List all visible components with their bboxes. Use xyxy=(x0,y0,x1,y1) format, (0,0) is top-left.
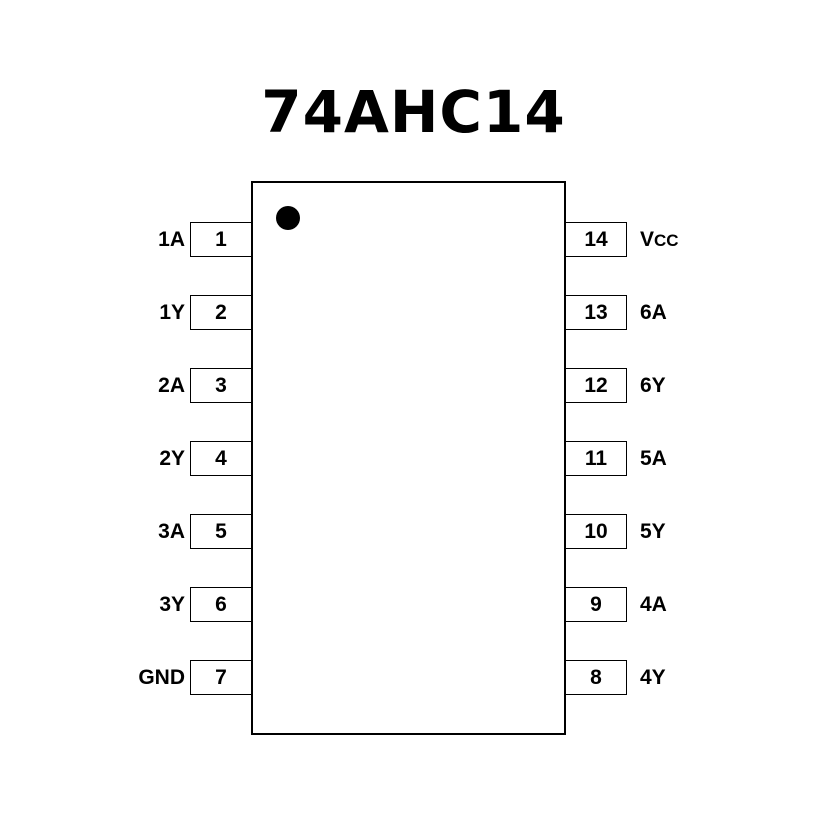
pin-left-4: 4 xyxy=(190,441,251,476)
pin-label-text: 6Y xyxy=(640,374,666,397)
pin-label-text: 2Y xyxy=(159,447,185,470)
pin-right-4: 11 xyxy=(566,441,627,476)
pin-number: 5 xyxy=(215,519,227,543)
pin-number: 6 xyxy=(215,592,227,616)
pin-right-2: 13 xyxy=(566,295,627,330)
pin-number: 14 xyxy=(584,227,608,251)
pin-label-text: 4A xyxy=(640,593,667,616)
pin-label-text: GND xyxy=(138,666,185,689)
pin-right-7: 8 xyxy=(566,660,627,695)
pin-label: 3Y xyxy=(159,587,185,622)
pin-number: 11 xyxy=(584,446,608,470)
pin-label-text: 5Y xyxy=(640,520,666,543)
pin-label: GND xyxy=(138,660,185,695)
pin-right-1: 14 xyxy=(566,222,627,257)
pin-label-text: 4Y xyxy=(640,666,666,689)
pin-label-text: 6A xyxy=(640,301,667,324)
pin-label: 4Y xyxy=(640,660,666,695)
pin-number: 12 xyxy=(584,373,608,397)
pin1-indicator-dot xyxy=(276,206,300,230)
chip-title: 74AHC14 xyxy=(261,78,566,146)
pin-label-text: 2A xyxy=(158,374,185,397)
pin-label: 3A xyxy=(158,514,185,549)
pin-number: 2 xyxy=(215,300,227,324)
pin-left-1: 1 xyxy=(190,222,251,257)
pin-label-text: 1A xyxy=(158,228,185,251)
pin-left-7: 7 xyxy=(190,660,251,695)
pin-right-5: 10 xyxy=(566,514,627,549)
pin-label: 4A xyxy=(640,587,667,622)
chip-body xyxy=(251,181,566,735)
pin-label: 5Y xyxy=(640,514,666,549)
pin-number: 1 xyxy=(215,227,227,251)
pin-number: 7 xyxy=(215,665,227,689)
pin-label: 2Y xyxy=(159,441,185,476)
pin-label: 2A xyxy=(158,368,185,403)
pin-left-3: 3 xyxy=(190,368,251,403)
pin-right-3: 12 xyxy=(566,368,627,403)
pin-left-6: 6 xyxy=(190,587,251,622)
pin-number: 10 xyxy=(584,519,608,543)
pin-label: 6Y xyxy=(640,368,666,403)
pin-label-text: 3A xyxy=(158,520,185,543)
pin-label: 6A xyxy=(640,295,667,330)
pin-label: 5A xyxy=(640,441,667,476)
pin-number: 13 xyxy=(584,300,608,324)
pin-label: 1Y xyxy=(159,295,185,330)
pin-label: VCC xyxy=(640,222,679,257)
pin-number: 8 xyxy=(590,665,602,689)
pin-label: 1A xyxy=(158,222,185,257)
pin-label-text: 3Y xyxy=(159,593,185,616)
pin-label-text: 1Y xyxy=(159,301,185,324)
pin-right-6: 9 xyxy=(566,587,627,622)
pin-left-2: 2 xyxy=(190,295,251,330)
pin-label-text: V xyxy=(640,228,655,251)
pin-number: 3 xyxy=(215,373,227,397)
pin-left-5: 5 xyxy=(190,514,251,549)
pin-label-text: 5A xyxy=(640,447,667,470)
pin-number: 9 xyxy=(590,592,602,616)
pin-label-subscript: CC xyxy=(654,231,679,250)
pin-number: 4 xyxy=(215,446,227,470)
